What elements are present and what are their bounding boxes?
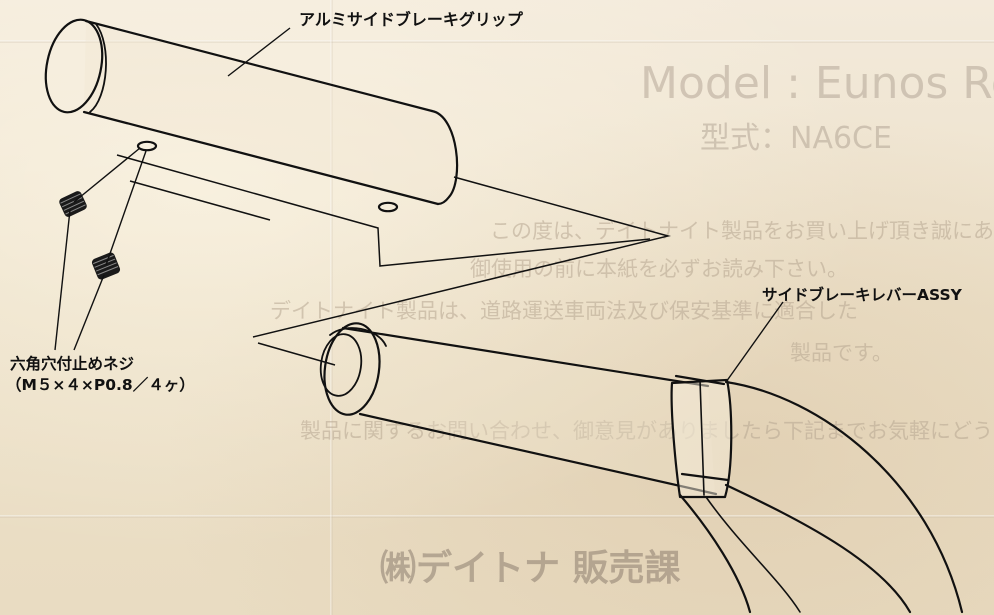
screw-hole <box>377 201 399 213</box>
grip-callout-label: アルミサイドブレーキグリップ <box>299 10 524 29</box>
set-screws <box>54 147 147 351</box>
paper-fold-crease <box>0 40 994 43</box>
set-screw <box>91 252 121 280</box>
ghost-text-line: 御使用の前に本紙を必ずお読み下さい。 <box>470 257 848 281</box>
screw-callout-label: 六角穴付止めネジ <box>10 354 135 373</box>
ghost-model-text: Model : Eunos Roadst <box>640 58 994 109</box>
ghost-text-line: この度は、デイトナイト製品をお買い上げ頂き誠にありがとうございます。 <box>490 219 994 243</box>
screw-hole <box>136 140 158 152</box>
alignment-guide-lines <box>116 154 671 366</box>
ghost-text-line: 製品に関するお問い合わせ、御意見がありましたら下記までお気軽にどうぞ。 <box>300 419 994 443</box>
ghost-type-text: 型式：NA6CE <box>700 121 892 156</box>
lever-assy-callout-label: サイドブレーキレバーASSY <box>762 285 963 304</box>
ghost-company-text: ㈱デイトナ 販売課 <box>380 547 681 589</box>
ghost-text-line: デイトナイト製品は、道路運送車両法及び保安基準に適合した <box>270 299 858 323</box>
paper-fold-crease <box>330 0 333 615</box>
callout-leaders <box>227 27 784 383</box>
paper-fold-crease <box>0 515 994 518</box>
aluminium-grip <box>44 18 459 213</box>
side-brake-lever-assy <box>319 322 964 614</box>
screw-callout-spec: （M５×４×P0.8／４ヶ） <box>6 376 195 394</box>
ghost-text-line: 製品です。 <box>790 341 893 365</box>
